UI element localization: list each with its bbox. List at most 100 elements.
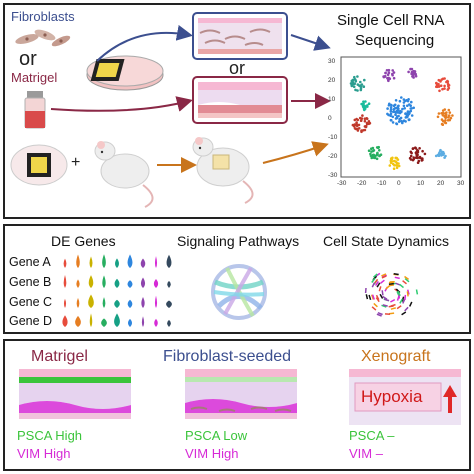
tsne-cell-point bbox=[447, 108, 451, 112]
fibroblast-cells-icon bbox=[15, 29, 71, 47]
tsne-cell-point bbox=[389, 109, 393, 113]
arrow-to-scrna bbox=[290, 34, 331, 51]
velocity-arrow bbox=[388, 284, 395, 287]
velocity-arrow bbox=[404, 275, 410, 281]
tsne-cell-point bbox=[360, 129, 363, 132]
tsne-cell-point bbox=[364, 125, 368, 128]
tsne-cell-point bbox=[414, 72, 418, 76]
tsne-cell-point bbox=[390, 103, 393, 107]
tsne-cell-point bbox=[409, 104, 413, 107]
tsne-cell-point bbox=[404, 116, 408, 119]
velocity-arrow bbox=[381, 304, 387, 308]
tsne-cell-point bbox=[354, 88, 357, 92]
fibroblasts-label: Fibroblasts bbox=[11, 9, 75, 24]
velocity-arrow bbox=[365, 294, 369, 300]
velocity-arrow bbox=[378, 286, 382, 292]
tsne-cell-point bbox=[434, 154, 438, 158]
tsne-cell-point bbox=[395, 122, 399, 126]
tsne-cell-point bbox=[443, 112, 447, 115]
tsne-cell-point bbox=[355, 127, 359, 131]
tsne-cell-point bbox=[412, 157, 416, 161]
tsne-cell-point bbox=[399, 116, 403, 120]
tsne-cell-point bbox=[414, 147, 418, 150]
matrigel-psca-label: PSCA High bbox=[17, 428, 83, 443]
tsne-cell-point bbox=[360, 83, 364, 86]
tsne-y-tick: -30 bbox=[328, 172, 338, 179]
tsne-cell-point bbox=[404, 112, 407, 115]
tsne-cell-point bbox=[353, 82, 357, 85]
tsne-x-tick: 0 bbox=[397, 180, 401, 187]
velocity-arrow bbox=[404, 306, 409, 312]
tsne-cell-point bbox=[378, 149, 381, 152]
tsne-cell-point bbox=[359, 80, 362, 84]
tsne-cell-point bbox=[356, 89, 359, 92]
tsne-cell-point bbox=[387, 79, 390, 83]
tsne-cell-point bbox=[355, 121, 358, 124]
velocity-arrow bbox=[376, 313, 382, 317]
tsne-cell-point bbox=[388, 164, 392, 167]
tsne-cell-point bbox=[352, 125, 356, 128]
violin-shape bbox=[101, 318, 107, 327]
matrigel-tissue-icon bbox=[19, 369, 131, 419]
tsne-cell-point bbox=[357, 127, 361, 130]
velocity-arrow bbox=[381, 273, 387, 277]
velocity-arrow bbox=[376, 282, 381, 288]
tsne-cell-point bbox=[440, 122, 444, 126]
tsne-cell-point bbox=[444, 154, 447, 158]
tsne-cell-point bbox=[407, 70, 410, 74]
violin-shape bbox=[63, 258, 67, 268]
violin-shape bbox=[141, 297, 145, 308]
violin-shape bbox=[89, 313, 93, 327]
tsne-cell-point bbox=[438, 89, 441, 93]
tsne-cell-point bbox=[358, 84, 361, 88]
tsne-cell-point bbox=[409, 109, 413, 113]
tsne-x-tick: -20 bbox=[357, 180, 367, 187]
violin-shape bbox=[115, 258, 119, 268]
tsne-cell-point bbox=[409, 154, 413, 158]
tsne-cell-point bbox=[393, 103, 397, 107]
tsne-cell-point bbox=[364, 100, 367, 103]
velocity-arrow bbox=[388, 281, 394, 284]
violin-shape bbox=[114, 313, 120, 327]
tsne-cell-point bbox=[439, 84, 443, 87]
tsne-y-tick: 0 bbox=[328, 115, 332, 122]
tsne-y-tick: -20 bbox=[328, 153, 338, 160]
violin-shape bbox=[102, 297, 106, 308]
violin-shape bbox=[167, 319, 171, 327]
fibroblast-tissue-icon bbox=[185, 369, 297, 419]
conditions-panel: Matrigel Fibroblast-seeded Xenograft bbox=[3, 339, 471, 471]
tsne-cell-point bbox=[394, 156, 398, 160]
tsne-cell-point bbox=[451, 114, 454, 117]
velocity-arrow bbox=[397, 290, 401, 297]
arrow-to-matrigel-box bbox=[50, 96, 193, 112]
velocity-arrow bbox=[375, 272, 381, 277]
de-genes-title: DE Genes bbox=[51, 233, 116, 249]
velocity-arrow bbox=[375, 294, 380, 301]
tsne-cell-point bbox=[372, 153, 376, 157]
tsne-cell-point bbox=[441, 111, 445, 115]
tsne-cell-point bbox=[409, 67, 412, 71]
tsne-cell-point bbox=[395, 166, 399, 170]
tsne-cell-point bbox=[406, 99, 410, 103]
tsne-cell-point bbox=[446, 82, 450, 86]
tsne-cell-point bbox=[443, 87, 446, 90]
tsne-cell-point bbox=[397, 114, 400, 118]
plus-label: + bbox=[71, 154, 81, 171]
tsne-cell-point bbox=[402, 104, 406, 108]
velocity-arrow bbox=[399, 298, 403, 304]
velocity-arrow bbox=[381, 290, 384, 296]
tsne-cell-point bbox=[351, 78, 355, 82]
tsne-cell-point bbox=[397, 164, 401, 168]
tsne-cell-point bbox=[416, 149, 419, 152]
scrna-title-line1: Single Cell RNA bbox=[337, 12, 445, 29]
tsne-cell-point bbox=[406, 114, 410, 117]
velocity-arrow bbox=[379, 293, 384, 299]
velocity-arrow bbox=[368, 294, 372, 301]
tsne-cell-point bbox=[444, 119, 447, 122]
velocity-arrow bbox=[399, 283, 404, 289]
tsne-cell-point bbox=[387, 113, 390, 117]
violin-shape bbox=[141, 316, 145, 327]
tsne-cell-point bbox=[414, 74, 418, 78]
tsne-cell-point bbox=[391, 115, 395, 119]
tsne-cell-point bbox=[410, 151, 413, 155]
